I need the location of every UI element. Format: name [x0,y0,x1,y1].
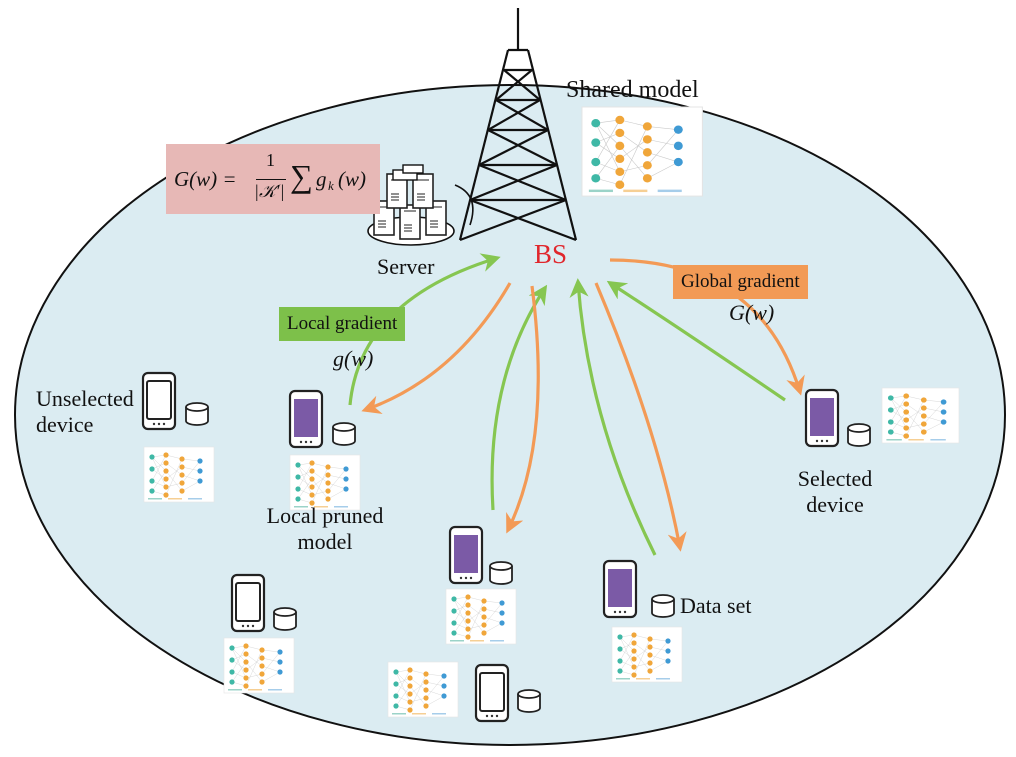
selected-device-label-line2: device [806,492,864,518]
selected-device-label-line1: Selected [797,466,873,491]
formula-term: g [316,167,327,191]
selected-device-4 [804,387,960,448]
local-gradient-badge: Local gradient [279,307,406,341]
local-pruned-model-line2: model [297,529,353,555]
global-gradient-badge: Global gradient [673,265,808,299]
selected-device-label: Selected device [780,466,890,519]
shared-model-network [581,106,704,197]
formula-denominator: |𝒦′| [254,181,285,201]
bs-label: BS [534,239,568,269]
formula-argument: (w) [338,167,366,191]
local-gradient-math: g(w) [333,346,374,371]
formula-subscript: k [328,178,334,193]
formula-lhs: G(w) = [174,167,237,191]
data-set-label: Data set [680,593,752,618]
local-pruned-model-line1: Local pruned [266,503,384,528]
unselected-device-label-line2: device [36,412,94,438]
formula-numerator: 1 [266,150,275,170]
server-icon [367,164,474,246]
shared-model-label: Shared model [566,77,699,103]
gradient-arrows [348,253,805,556]
tower-icon [458,8,578,242]
server-label: Server [377,254,435,279]
formula-sum: ∑ [290,158,313,194]
aggregation-formula: G(w) = 1 |𝒦′| ∑ g k (w) [166,144,380,214]
unselected-device-label-line1: Unselected [36,386,134,411]
unselected-device-label: Unselected device [36,386,136,439]
local-pruned-model-label: Local pruned model [255,503,395,556]
global-gradient-math: G(w) [729,300,775,325]
